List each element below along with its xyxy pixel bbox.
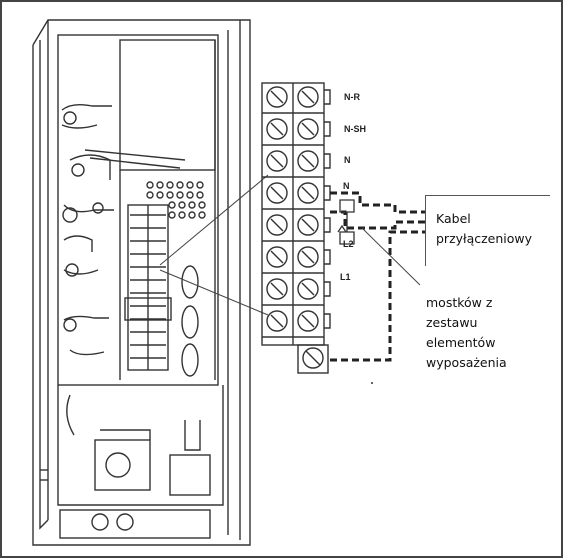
screw-slot — [301, 314, 315, 328]
terminal-label-l1: L1 — [340, 272, 351, 282]
terminal-screw — [266, 182, 288, 204]
cable-label-line-2: przyłączeniowy — [436, 231, 533, 246]
jumper-pointer — [361, 227, 421, 286]
screw-slot — [301, 282, 315, 296]
screw-slot — [301, 186, 315, 200]
screw-slot — [270, 314, 284, 328]
jumper-label-line-2: zestawu — [426, 315, 478, 330]
screw-slot — [301, 218, 315, 232]
terminal-screw — [266, 118, 288, 140]
terminal-screw — [266, 214, 288, 236]
terminal-screw — [297, 86, 319, 108]
screw-slot — [301, 122, 315, 136]
terminal-block — [261, 82, 331, 374]
screw-slot — [301, 90, 315, 104]
terminal-label-nr: N-R — [344, 92, 360, 102]
screw-slot — [301, 250, 315, 264]
screw-slot — [270, 250, 284, 264]
terminal-screw — [266, 150, 288, 172]
terminal-screw — [297, 214, 319, 236]
terminal-screw — [297, 182, 319, 204]
terminal-screw — [266, 246, 288, 268]
appliance-cabinet — [32, 19, 251, 546]
terminal-screw — [266, 278, 288, 300]
screw-slot — [270, 186, 284, 200]
cable-label-line-1: Kabel — [436, 211, 471, 226]
terminal-label-nsh: N-SH — [344, 124, 366, 134]
terminal-screw — [297, 118, 319, 140]
terminal-screw — [297, 278, 319, 300]
screw-slot — [270, 218, 284, 232]
terminal-screw — [297, 310, 319, 332]
cable-callout-box — [425, 195, 550, 266]
screw-slot — [301, 154, 315, 168]
jumper-label-line-3: elementów — [426, 335, 496, 350]
terminal-label-n1: N — [344, 155, 351, 165]
terminal-label-n2: N — [343, 181, 350, 191]
jumper-bridges — [337, 199, 355, 245]
terminal-screw — [266, 86, 288, 108]
leader-line-top — [159, 174, 269, 266]
jumper-label-line-4: wyposażenia — [426, 355, 507, 370]
screw-slot — [270, 122, 284, 136]
terminal-screw — [266, 310, 288, 332]
screw-slot — [270, 90, 284, 104]
terminal-label-l2: L2 — [343, 239, 354, 249]
screw-slot — [270, 282, 284, 296]
terminal-screw — [297, 246, 319, 268]
jumper-label-line-1: mostków z — [426, 295, 493, 310]
screw-slot — [270, 154, 284, 168]
terminal-screw — [297, 150, 319, 172]
leader-line-bottom — [159, 269, 269, 316]
